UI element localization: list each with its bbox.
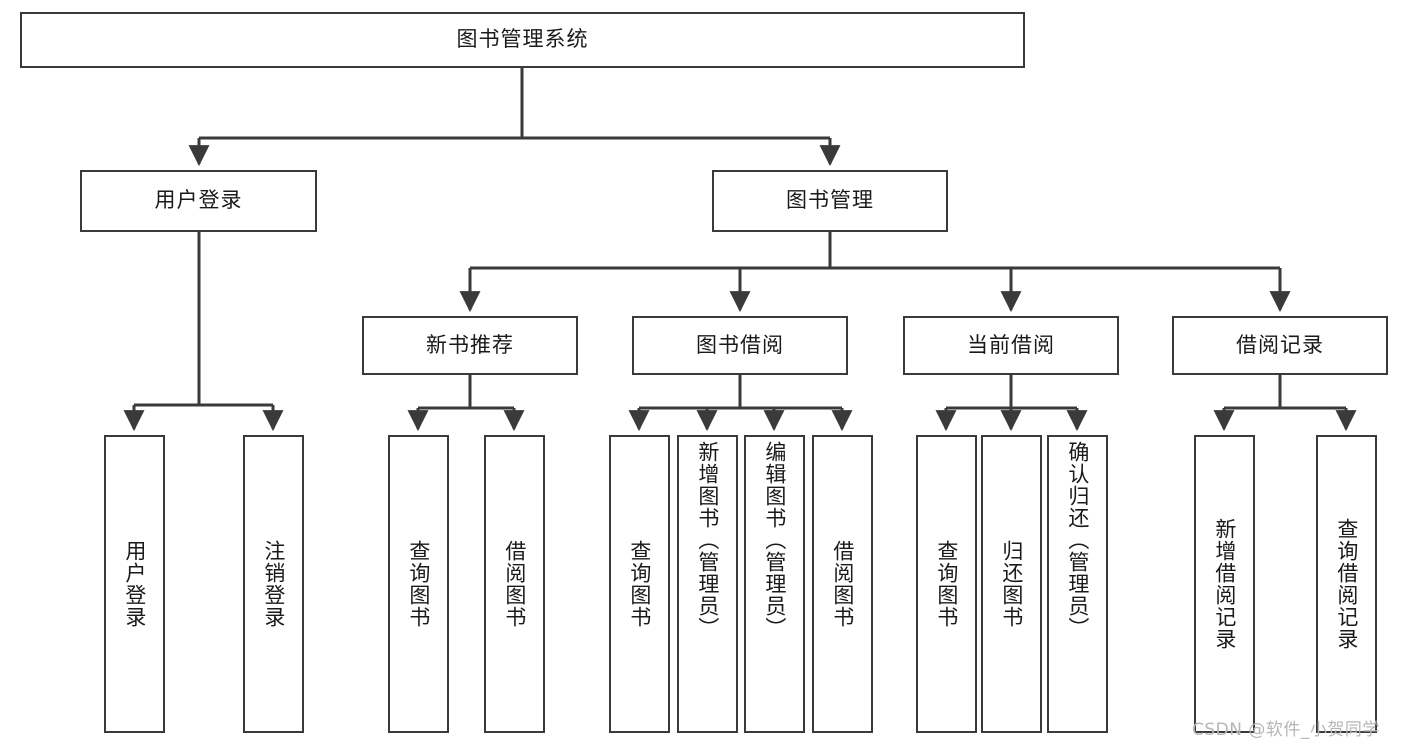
leaf-query-borrow-record[interactable]: 查询借阅记录 <box>1316 435 1377 733</box>
node-root[interactable]: 图书管理系统 <box>20 12 1025 68</box>
node-borrow-record[interactable]: 借阅记录 <box>1172 316 1388 375</box>
leaf-edit-book-admin[interactable]: 编辑图书（管理员） <box>744 435 805 733</box>
leaf-query-book-borrow[interactable]: 查询图书 <box>609 435 670 733</box>
leaf-confirm-return-admin[interactable]: 确认归还（管理员） <box>1047 435 1108 733</box>
node-book-management[interactable]: 图书管理 <box>712 170 948 232</box>
leaf-borrow-book-rec[interactable]: 借阅图书 <box>484 435 545 733</box>
node-book-borrow[interactable]: 图书借阅 <box>632 316 848 375</box>
leaf-add-book-admin[interactable]: 新增图书（管理员） <box>677 435 738 733</box>
leaf-logout[interactable]: 注销登录 <box>243 435 304 733</box>
leaf-return-book[interactable]: 归还图书 <box>981 435 1042 733</box>
leaf-query-book-current[interactable]: 查询图书 <box>916 435 977 733</box>
node-current-borrow[interactable]: 当前借阅 <box>903 316 1119 375</box>
leaf-borrow-book-borrow[interactable]: 借阅图书 <box>812 435 873 733</box>
leaf-query-book-rec[interactable]: 查询图书 <box>388 435 449 733</box>
csdn-watermark: CSDN @软件_小贺同学 <box>1192 720 1380 740</box>
node-user-login[interactable]: 用户登录 <box>80 170 317 232</box>
node-new-book-recommendation[interactable]: 新书推荐 <box>362 316 578 375</box>
leaf-add-borrow-record[interactable]: 新增借阅记录 <box>1194 435 1255 733</box>
leaf-user-login[interactable]: 用户登录 <box>104 435 165 733</box>
